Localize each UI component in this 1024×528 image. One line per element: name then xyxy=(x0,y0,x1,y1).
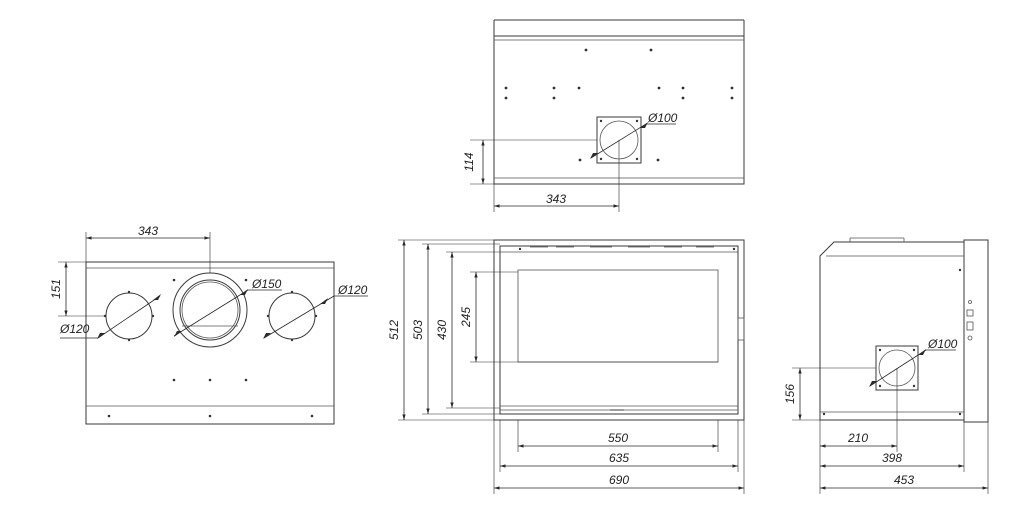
mounting-holes xyxy=(504,48,734,162)
front-height-512: 512 xyxy=(387,320,401,340)
front-height-245: 245 xyxy=(459,307,473,328)
rear-left-duct-label: Ø120 xyxy=(59,322,90,336)
side-width-398: 398 xyxy=(882,451,902,465)
rear-height-label: 151 xyxy=(49,279,63,299)
side-height-label: 156 xyxy=(783,384,797,404)
side-view-outline xyxy=(819,241,965,421)
rear-center-duct-outer xyxy=(172,272,248,348)
side-width-210: 210 xyxy=(847,431,868,445)
side-duct-label: Ø100 xyxy=(927,337,958,351)
top-height-label: 114 xyxy=(462,152,476,171)
front-glass xyxy=(517,269,719,363)
front-view-outline xyxy=(493,239,745,421)
front-height-503: 503 xyxy=(411,320,425,340)
rear-center-duct-label: Ø150 xyxy=(251,277,282,291)
front-width-550: 550 xyxy=(608,431,628,445)
top-view: Ø100 114 343 xyxy=(462,19,745,212)
side-width-453: 453 xyxy=(894,473,914,487)
side-view: Ø100 156 210 398 453 xyxy=(783,237,989,494)
rear-view-outline xyxy=(85,261,335,425)
rear-right-duct-label: Ø120 xyxy=(337,283,368,297)
front-view: 512 503 430 245 550 635 690 xyxy=(387,239,745,494)
rear-left-duct xyxy=(105,292,153,340)
rear-view: Ø120 Ø150 Ø120 343 151 xyxy=(49,224,368,425)
front-width-635: 635 xyxy=(609,451,629,465)
front-vents xyxy=(518,246,736,251)
top-offset-label: 343 xyxy=(546,192,566,206)
rear-offset-label: 343 xyxy=(138,224,158,238)
front-height-430: 430 xyxy=(435,320,449,340)
top-duct-label: Ø100 xyxy=(647,111,678,125)
rear-right-duct xyxy=(268,292,316,340)
rear-center-duct-inner xyxy=(179,279,241,341)
front-width-690: 690 xyxy=(609,473,629,487)
